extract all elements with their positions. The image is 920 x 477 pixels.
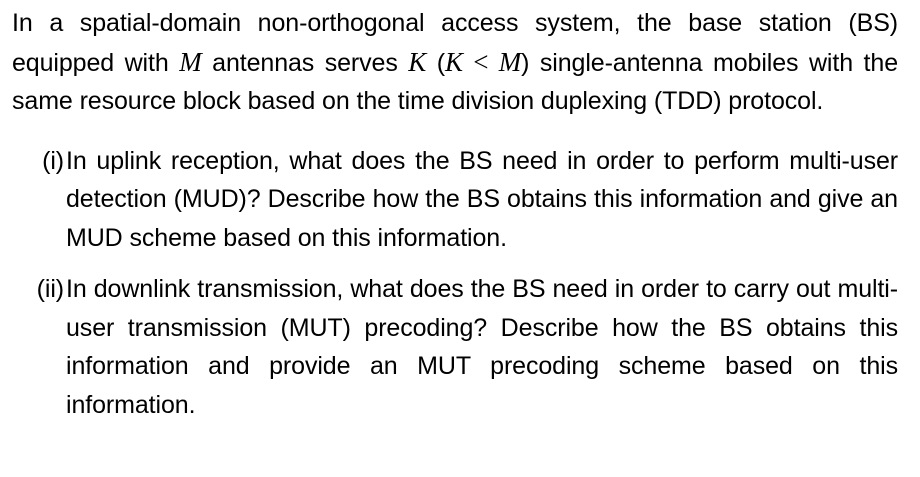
question-item-ii: (ii) In downlink transmission, what does… <box>12 270 898 424</box>
intro-text-4: ) single-antenna mobiles with the same r… <box>12 48 899 116</box>
question-label-i: (i) <box>42 146 64 175</box>
math-var-M-inline: M <box>498 46 522 77</box>
question-list: (i) In uplink reception, what does the B… <box>12 142 898 425</box>
math-var-M: M <box>179 46 202 77</box>
intro-text-3: ( <box>426 48 445 77</box>
math-var-K-inline: K <box>444 46 463 77</box>
intro-text-2: antennas serves <box>201 48 409 77</box>
problem-document: In a spatial-domain non-orthogonal acces… <box>12 4 898 437</box>
math-var-K: K <box>408 46 427 77</box>
intro-text-1: In a spatial-domain non-orthogonal acces… <box>12 9 898 77</box>
question-text-i: In uplink reception, what does the BS ne… <box>66 146 898 252</box>
problem-intro: In a spatial-domain non-orthogonal acces… <box>12 4 898 121</box>
question-item-i: (i) In uplink reception, what does the B… <box>12 142 898 258</box>
math-less-than: < <box>462 46 499 77</box>
question-label-ii: (ii) <box>36 275 64 303</box>
question-text-ii: In downlink transmission, what does the … <box>66 275 898 419</box>
